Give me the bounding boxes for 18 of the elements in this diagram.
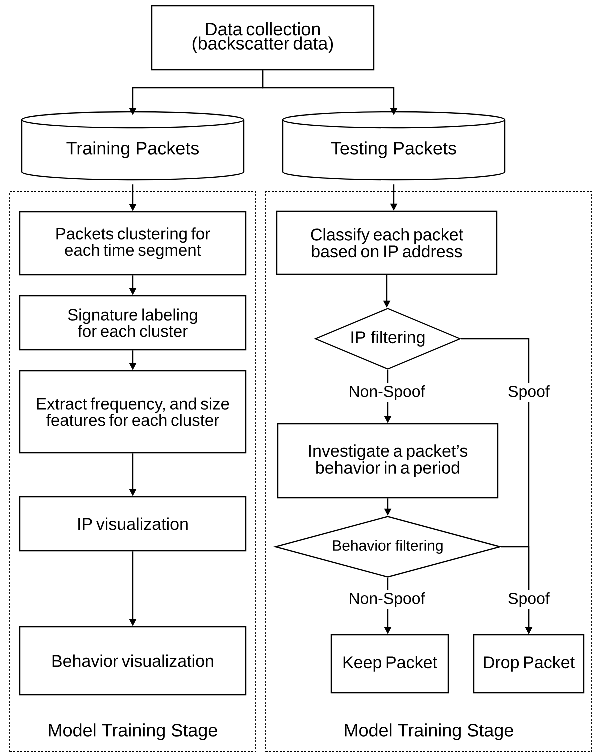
process-box: Signature labeling for each cluster xyxy=(19,295,247,351)
process-box: Classify each packet based on IP address xyxy=(276,210,498,276)
edge-label: Non-Spoof xyxy=(346,590,428,610)
process-box: Investigate a packet’s behavior in a period xyxy=(277,423,499,499)
stage-label: Model Training Stage xyxy=(345,724,514,740)
process-box: Extract frequency, and size features for each cluster xyxy=(19,370,247,454)
process-box: Behavior visualization xyxy=(19,626,247,696)
edge-label: Spoof xyxy=(506,384,552,402)
data-cylinder: Training Packets xyxy=(21,111,245,181)
edge-label: Spoof xyxy=(506,590,552,610)
data-cylinder: Testing Packets xyxy=(282,111,506,181)
process-box: Keep Packet xyxy=(330,634,450,694)
stage-label: Model Training Stage xyxy=(49,724,218,740)
process-box: Drop Packet xyxy=(473,634,585,694)
edge-label: Non-Spoof xyxy=(346,384,428,402)
process-box: IP visualization xyxy=(19,496,247,552)
process-box: Packets clustering for each time segment xyxy=(19,211,247,276)
process-box: Data collection (backscatter data) xyxy=(151,5,375,71)
